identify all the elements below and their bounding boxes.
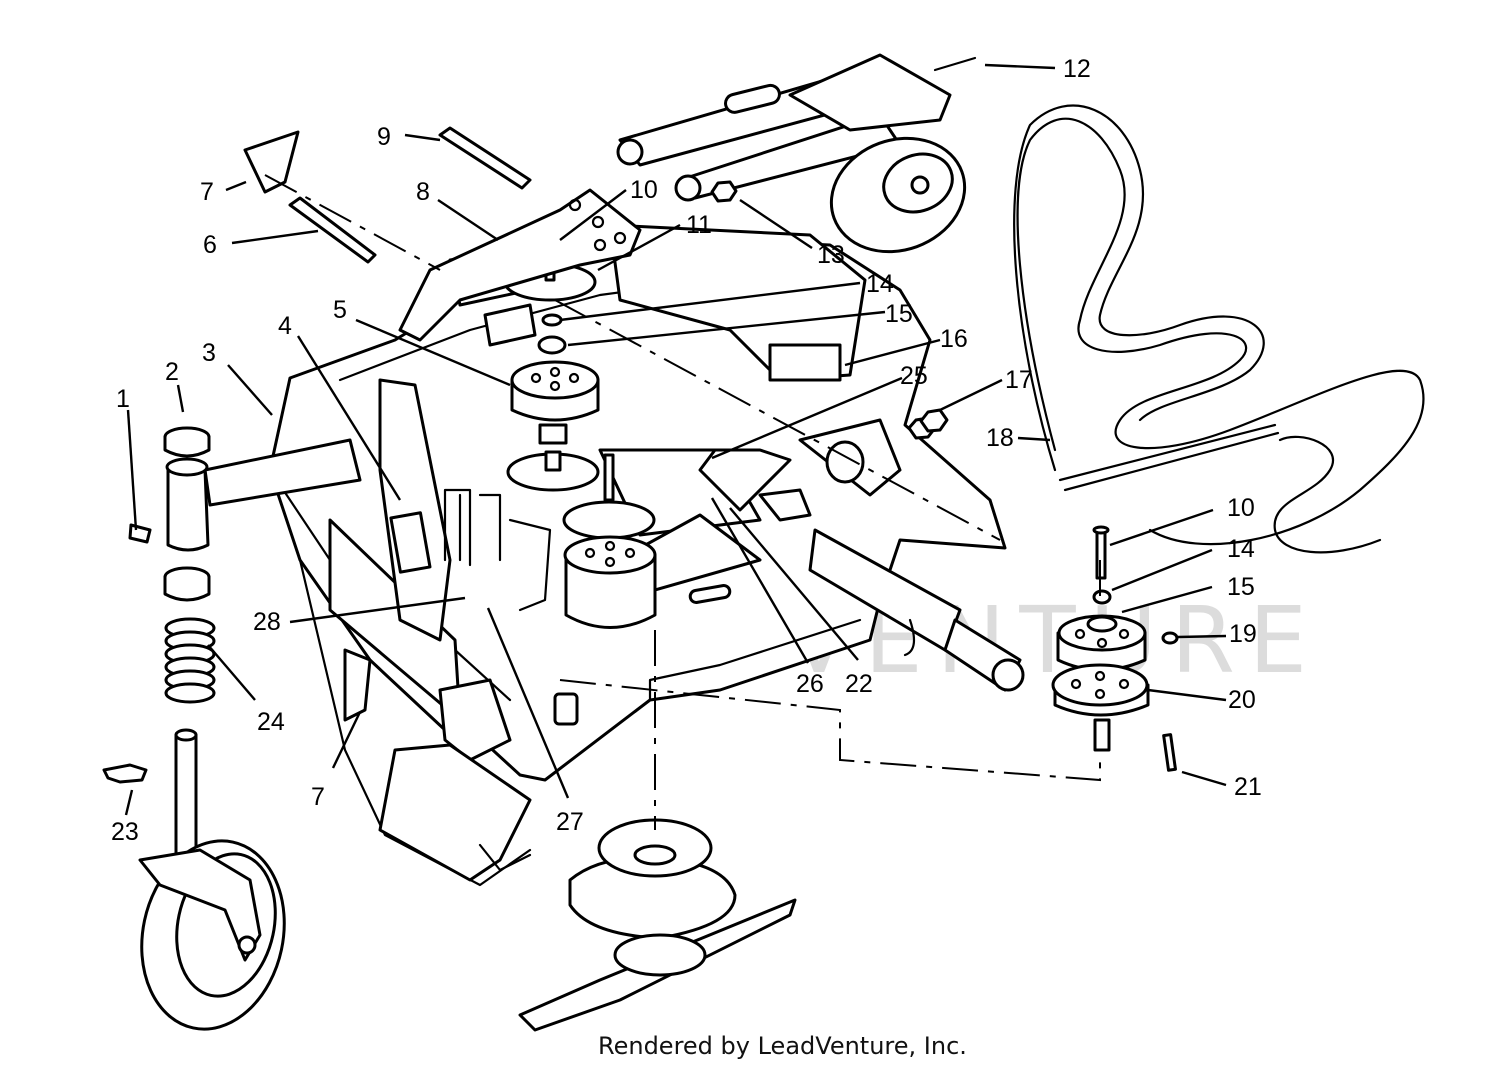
callout-22: 22 — [845, 670, 873, 698]
drive-belt — [1013, 104, 1425, 554]
callout-28: 28 — [253, 608, 281, 636]
callout-7-top: 7 — [200, 178, 214, 206]
callout-26: 26 — [796, 670, 824, 698]
callout-6: 6 — [203, 231, 217, 259]
caster-arm-assembly — [128, 426, 362, 704]
callout-21: 21 — [1234, 773, 1262, 801]
callout-15-center: 15 — [885, 300, 913, 328]
credit-text: Rendered by LeadVenture, Inc. — [598, 1032, 967, 1060]
callout-14-center: 14 — [866, 270, 894, 298]
callout-1: 1 — [116, 385, 130, 413]
callout-10-right: 10 — [1227, 494, 1255, 522]
callout-16: 16 — [940, 325, 968, 353]
callout-13: 13 — [817, 241, 845, 269]
callout-7-bottom: 7 — [311, 783, 325, 811]
callout-10-center: 10 — [630, 176, 658, 204]
right-spindle-assembly — [1051, 525, 1179, 772]
caster-spring — [164, 617, 216, 704]
callout-15-right: 15 — [1227, 573, 1255, 601]
callout-12: 12 — [1063, 55, 1091, 83]
caster-wheel-assembly — [102, 728, 286, 1031]
callout-4: 4 — [278, 312, 292, 340]
blade-spindle-assembly — [518, 818, 797, 1032]
lift-linkage — [243, 53, 977, 342]
callout-17: 17 — [1005, 366, 1033, 394]
callout-24: 24 — [257, 708, 285, 736]
callout-18: 18 — [986, 424, 1014, 452]
callout-27: 27 — [556, 808, 584, 836]
callout-25: 25 — [900, 362, 928, 390]
assembly-centerlines — [264, 174, 1101, 830]
lift-cylinder — [698, 408, 1025, 692]
callout-19: 19 — [1229, 620, 1257, 648]
center-idler-pulley-stack — [503, 221, 657, 629]
callout-20: 20 — [1228, 686, 1256, 714]
callout-23: 23 — [111, 818, 139, 846]
callout-3: 3 — [202, 339, 216, 367]
callout-11: 11 — [686, 211, 712, 239]
callout-leaders — [124, 63, 1227, 816]
callout-5: 5 — [333, 296, 347, 324]
callout-labels: 1 2 3 4 5 6 7 7 8 9 10 10 11 12 13 14 14… — [111, 55, 1262, 846]
callout-8: 8 — [416, 178, 430, 206]
callout-2: 2 — [165, 358, 179, 386]
callout-9: 9 — [377, 123, 391, 151]
callout-14-right: 14 — [1227, 535, 1255, 563]
